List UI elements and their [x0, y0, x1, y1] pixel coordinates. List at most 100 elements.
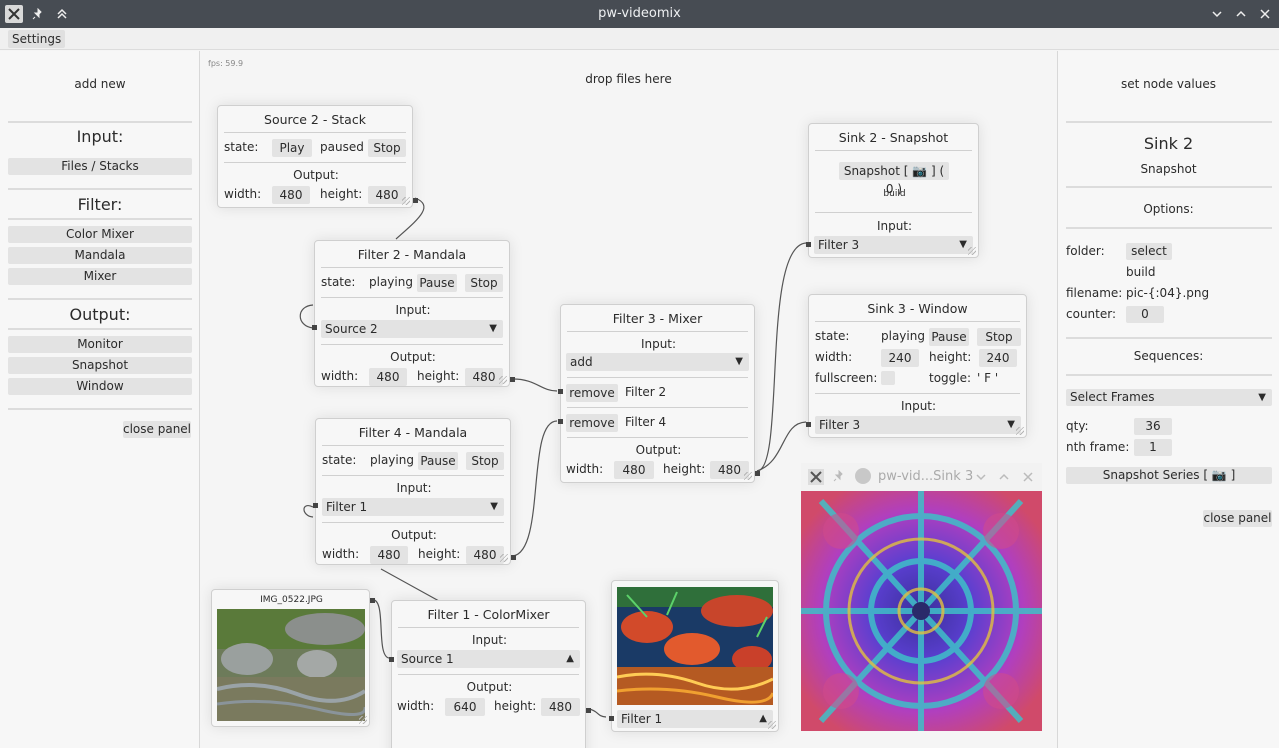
snapshot-button[interactable]: Snapshot [ 📷 ] ( 0 ) — [839, 162, 949, 196]
chevrons-up-icon[interactable] — [53, 5, 71, 23]
select-folder-button[interactable]: select — [1126, 243, 1172, 260]
close-icon[interactable] — [1022, 471, 1034, 486]
fullscreen-checkbox[interactable] — [881, 371, 895, 385]
width-label: width: — [397, 699, 435, 713]
close-panel-button[interactable]: close panel — [123, 421, 192, 438]
output-pin[interactable] — [413, 198, 418, 203]
node-filter3-mixer[interactable]: Filter 3 - Mixer Input: add ▼ remove Fil… — [558, 304, 760, 483]
close-icon[interactable] — [1256, 5, 1274, 23]
node-image-source[interactable]: IMG_0522.JPG — [211, 589, 375, 727]
snapshot-series-button[interactable]: Snapshot Series [ 📷 ] — [1066, 467, 1272, 484]
height-input[interactable]: 240 — [979, 349, 1017, 367]
node-sink2-snapshot[interactable]: Sink 2 - Snapshot Snapshot [ 📷 ] ( 0 ) b… — [806, 123, 979, 258]
add-files-stacks-button[interactable]: Files / Stacks — [8, 158, 192, 175]
input-pin[interactable] — [806, 422, 811, 427]
input-pin[interactable] — [313, 503, 318, 508]
output-pin[interactable] — [511, 555, 516, 560]
resize-grip[interactable] — [968, 247, 976, 255]
width-input[interactable]: 240 — [881, 349, 919, 367]
height-input[interactable]: 480 — [368, 186, 406, 204]
resize-grip[interactable] — [744, 472, 752, 480]
node-monitor[interactable]: Filter 1 ▲ — [609, 580, 779, 732]
stop-button[interactable]: Stop — [465, 274, 503, 292]
play-button[interactable]: Play — [272, 139, 312, 157]
chevron-up-icon[interactable] — [998, 471, 1010, 486]
select-frames-dropdown[interactable]: Select Frames ▼ — [1066, 389, 1272, 406]
input-pin[interactable] — [558, 419, 563, 424]
chevrons-up-icon[interactable] — [855, 468, 871, 484]
input-select[interactable]: Filter 1 ▲ — [617, 710, 773, 728]
app-icon[interactable] — [808, 469, 824, 485]
resize-grip[interactable] — [500, 554, 508, 562]
height-input[interactable]: 480 — [466, 546, 504, 564]
width-input[interactable]: 480 — [614, 461, 654, 479]
add-mandala-button[interactable]: Mandala — [8, 247, 192, 264]
width-input[interactable]: 480 — [272, 186, 310, 204]
node-source2-stack[interactable]: Source 2 - Stack state: Play paused Stop… — [217, 105, 418, 208]
chevron-down-icon[interactable] — [1208, 5, 1226, 23]
input-pin[interactable] — [389, 657, 394, 662]
add-mixer-button[interactable]: Mixer — [8, 268, 192, 285]
node-sink3-window[interactable]: Sink 3 - Window state: playing Pause Sto… — [806, 294, 1027, 438]
pause-button[interactable]: Pause — [929, 328, 969, 346]
node-filter2-mandala[interactable]: Filter 2 - Mandala state: playing Pause … — [312, 240, 515, 387]
input-select[interactable]: Filter 1 ▼ — [322, 498, 504, 516]
settings-menu[interactable]: Settings — [8, 30, 66, 48]
input-select[interactable]: Source 2 ▼ — [321, 320, 503, 338]
output-pin[interactable] — [510, 377, 515, 382]
sink3-output-window[interactable]: pw-vid...Sink 3 — [801, 463, 1042, 731]
node-filter1-colormixer[interactable]: Filter 1 - ColorMixer Input: Source 1 ▲ … — [389, 600, 591, 748]
input-pin[interactable] — [609, 716, 614, 721]
counter-label: counter: — [1066, 307, 1117, 321]
add-color-mixer-button[interactable]: Color Mixer — [8, 226, 192, 243]
pause-button[interactable]: Pause — [417, 274, 457, 292]
filename-value[interactable]: pic-{:04}.png — [1126, 286, 1210, 300]
height-input[interactable]: 480 — [465, 368, 503, 386]
width-input[interactable]: 480 — [370, 546, 408, 564]
stop-button[interactable]: Stop — [466, 452, 504, 470]
width-input[interactable]: 640 — [445, 698, 485, 716]
input-select[interactable]: Filter 3 ▼ — [815, 416, 1021, 434]
add-monitor-button[interactable]: Monitor — [8, 336, 192, 353]
stop-button[interactable]: Stop — [977, 328, 1021, 346]
app-icon[interactable] — [5, 5, 23, 23]
add-input-select[interactable]: add ▼ — [566, 353, 749, 371]
chevron-down-icon[interactable] — [975, 471, 987, 486]
add-window-button[interactable]: Window — [8, 378, 192, 395]
input-label: Input: — [876, 219, 913, 233]
divider — [567, 407, 748, 408]
input-pin[interactable] — [806, 242, 811, 247]
output-pin[interactable] — [370, 598, 375, 603]
pause-button[interactable]: Pause — [418, 452, 458, 470]
resize-grip[interactable] — [1016, 427, 1024, 435]
divider — [321, 267, 503, 268]
input-select[interactable]: Source 1 ▲ — [397, 650, 580, 668]
add-snapshot-button[interactable]: Snapshot — [8, 357, 192, 374]
qty-input[interactable]: 36 — [1134, 418, 1172, 435]
height-label: height: — [417, 369, 460, 383]
counter-input[interactable]: 0 — [1126, 306, 1164, 323]
pin-icon[interactable] — [29, 5, 47, 23]
resize-grip[interactable] — [768, 721, 776, 729]
input-select[interactable]: Filter 3 ▼ — [814, 236, 973, 254]
chevron-up-icon[interactable] — [1232, 5, 1250, 23]
stop-button[interactable]: Stop — [368, 139, 406, 157]
height-input[interactable]: 480 — [710, 461, 749, 479]
remove-input-button[interactable]: remove — [566, 384, 618, 402]
node-filter4-mandala[interactable]: Filter 4 - Mandala state: playing Pause … — [313, 418, 516, 565]
pin-icon[interactable] — [833, 469, 845, 485]
node-canvas[interactable]: fps: 59.9 drop files here Source 2 - Sta… — [201, 51, 1056, 748]
remove-input-button[interactable]: remove — [566, 414, 618, 432]
height-input[interactable]: 480 — [541, 698, 580, 716]
output-pin[interactable] — [586, 708, 591, 713]
resize-grip[interactable] — [499, 376, 507, 384]
input-pin[interactable] — [312, 325, 317, 330]
width-input[interactable]: 480 — [369, 368, 407, 386]
output-pin[interactable] — [755, 471, 760, 476]
nth-frame-input[interactable]: 1 — [1134, 439, 1172, 456]
divider — [398, 674, 579, 675]
input-pin[interactable] — [558, 389, 563, 394]
resize-grip[interactable] — [359, 716, 367, 724]
close-panel-button[interactable]: close panel — [1203, 510, 1272, 527]
resize-grip[interactable] — [402, 197, 410, 205]
